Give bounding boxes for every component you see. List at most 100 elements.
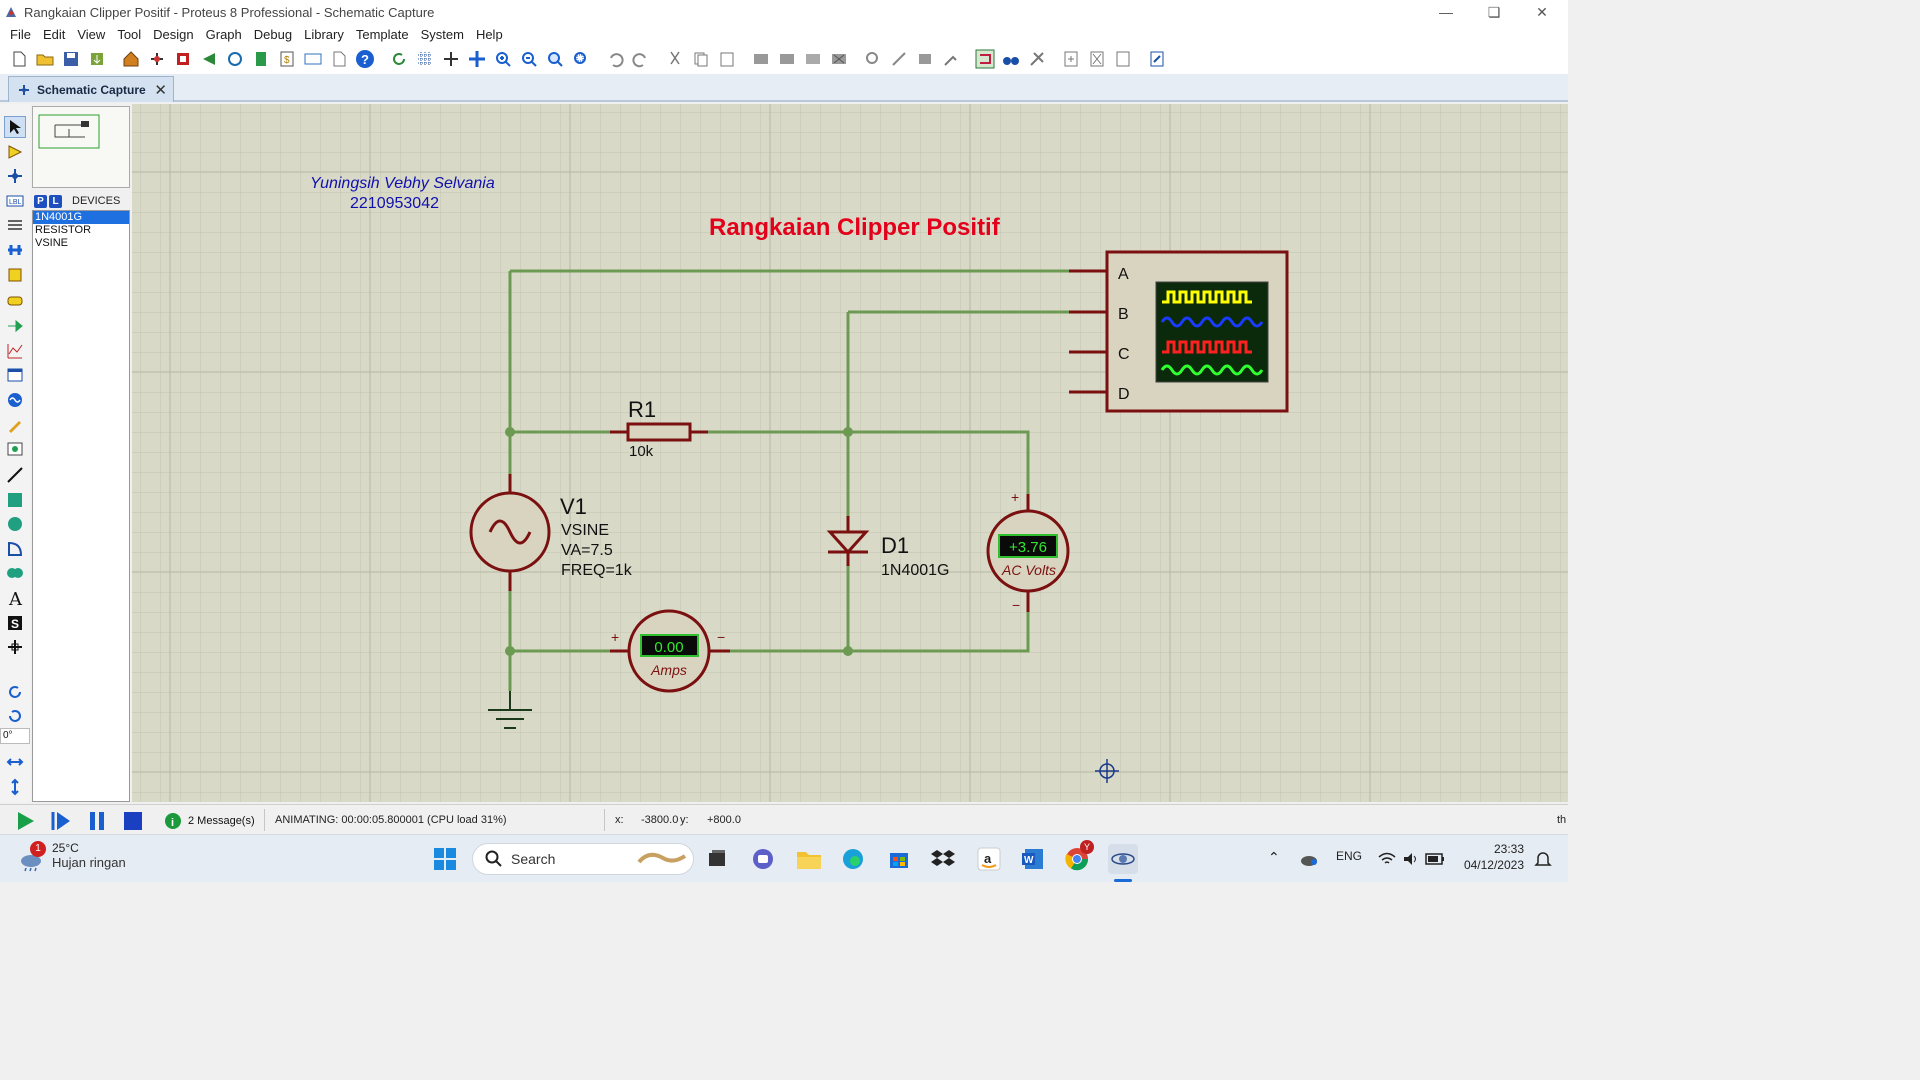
generator-mode-icon[interactable] (4, 389, 26, 411)
document-icon[interactable] (328, 48, 350, 70)
block-delete-icon[interactable] (828, 48, 850, 70)
virtual-instruments-icon[interactable] (4, 438, 26, 460)
device-item-vsine[interactable]: VSINE (35, 237, 69, 249)
amazon-icon[interactable]: a (974, 844, 1004, 874)
text-script-icon[interactable] (4, 215, 26, 237)
active-popup-icon[interactable] (4, 364, 26, 386)
ac-voltmeter[interactable]: +3.76 AC Volts + − (986, 489, 1070, 613)
word-icon[interactable]: W (1018, 844, 1048, 874)
wifi-icon[interactable] (1372, 844, 1402, 874)
onedrive-icon[interactable] (1294, 844, 1324, 874)
import-icon[interactable] (86, 48, 108, 70)
text-tool-icon[interactable]: A (4, 587, 26, 609)
edge-browser-icon[interactable] (838, 844, 868, 874)
battery-icon[interactable] (1420, 844, 1450, 874)
stop-button-icon[interactable] (122, 810, 144, 832)
notification-bell-icon[interactable] (1528, 844, 1558, 874)
make-device-icon[interactable] (888, 48, 910, 70)
system-clock[interactable]: 23:33 04/12/2023 (1460, 841, 1524, 873)
undo-icon[interactable] (604, 48, 626, 70)
line-tool-icon[interactable] (4, 464, 26, 486)
packaging-tool-icon[interactable] (914, 48, 936, 70)
pan-icon[interactable] (466, 48, 488, 70)
copy-icon[interactable] (690, 48, 712, 70)
pick-devices-button[interactable]: P (34, 194, 47, 208)
new-file-icon[interactable] (8, 48, 30, 70)
menu-tool[interactable]: Tool (117, 26, 142, 42)
menu-template[interactable]: Template (355, 26, 409, 42)
file-explorer-icon[interactable] (794, 844, 824, 874)
wire-label-icon[interactable]: LBL (4, 190, 26, 212)
chat-icon[interactable] (748, 844, 778, 874)
buses-icon[interactable] (4, 239, 26, 261)
menu-graph[interactable]: Graph (205, 26, 242, 42)
device-item-1n4001g[interactable]: 1N4001G (33, 211, 129, 224)
menu-help[interactable]: Help (475, 26, 503, 42)
ammeter[interactable]: 0.00 Amps + − (610, 609, 730, 693)
home-icon[interactable] (120, 48, 142, 70)
mirror-horizontal-icon[interactable] (4, 751, 26, 773)
design-explorer-icon[interactable] (250, 48, 272, 70)
voltage-source-v1[interactable]: V1 VSINE VA=7.5 FREQ=1k (469, 474, 633, 591)
block-rotate-icon[interactable] (802, 48, 824, 70)
restore-button[interactable]: ❏ (1487, 3, 1501, 20)
subcircuit-icon[interactable] (4, 264, 26, 286)
symbol-tool-icon[interactable]: S (4, 612, 26, 634)
zoom-out-icon[interactable] (518, 48, 540, 70)
cut-icon[interactable] (664, 48, 686, 70)
dropbox-icon[interactable] (928, 844, 958, 874)
diode-d1[interactable]: D1 1N4001G (826, 516, 950, 579)
path-tool-icon[interactable] (4, 562, 26, 584)
play-button-icon[interactable] (14, 810, 36, 832)
message-indicator[interactable]: i 2 Message(s) (164, 811, 255, 831)
grid-toggle-icon[interactable] (414, 48, 436, 70)
wire-autorouter-icon[interactable] (974, 48, 996, 70)
menu-view[interactable]: View (77, 26, 106, 42)
volume-icon[interactable] (1396, 844, 1426, 874)
marker-tool-icon[interactable] (4, 636, 26, 658)
oscilloscope[interactable]: A B C D (1069, 250, 1289, 413)
device-item-resistor[interactable]: RESISTOR (35, 224, 92, 236)
terminals-icon[interactable] (4, 290, 26, 312)
rotation-angle-field[interactable]: 0° (0, 728, 30, 744)
menu-file[interactable]: File (10, 26, 31, 42)
netlist-icon[interactable] (1146, 48, 1168, 70)
schematic-icon[interactable] (146, 48, 168, 70)
pcb-layout-icon[interactable] (172, 48, 194, 70)
redo-icon[interactable] (630, 48, 652, 70)
gerber-icon[interactable] (224, 48, 246, 70)
save-icon[interactable] (60, 48, 82, 70)
source-code-icon[interactable] (302, 48, 324, 70)
open-folder-icon[interactable] (34, 48, 56, 70)
zoom-area-icon[interactable] (570, 48, 592, 70)
menu-system[interactable]: System (420, 26, 464, 42)
paste-icon[interactable] (716, 48, 738, 70)
remove-sheet-icon[interactable] (1086, 48, 1108, 70)
task-view-icon[interactable] (702, 844, 732, 874)
help-icon[interactable]: ? (354, 48, 376, 70)
probe-mode-icon[interactable] (4, 414, 26, 436)
exit-to-parent-icon[interactable] (1112, 48, 1134, 70)
decompose-icon[interactable] (940, 48, 962, 70)
graph-mode-icon[interactable] (4, 340, 26, 362)
tab-schematic-capture[interactable]: Schematic Capture ✕ (8, 76, 174, 102)
property-assignment-icon[interactable] (1026, 48, 1048, 70)
mirror-vertical-icon[interactable] (4, 776, 26, 798)
bill-of-materials-icon[interactable]: $ (276, 48, 298, 70)
circle-tool-icon[interactable] (4, 513, 26, 535)
junction-dot-icon[interactable] (4, 165, 26, 187)
rotate-anticlockwise-icon[interactable] (4, 705, 26, 727)
selection-mode-icon[interactable] (4, 116, 26, 138)
device-pins-icon[interactable] (4, 315, 26, 337)
start-button-icon[interactable] (430, 844, 460, 874)
weather-widget[interactable]: 1 25°C Hujan ringan (18, 841, 126, 873)
store-icon[interactable] (884, 844, 914, 874)
refresh-icon[interactable] (388, 48, 410, 70)
close-tab-icon[interactable]: ✕ (154, 82, 167, 99)
close-button[interactable]: ✕ (1536, 3, 1548, 20)
new-sheet-icon[interactable] (1060, 48, 1082, 70)
rotate-clockwise-icon[interactable] (4, 681, 26, 703)
library-manager-button[interactable]: L (49, 194, 62, 208)
block-move-icon[interactable] (776, 48, 798, 70)
minimize-button[interactable]: — (1439, 4, 1453, 20)
